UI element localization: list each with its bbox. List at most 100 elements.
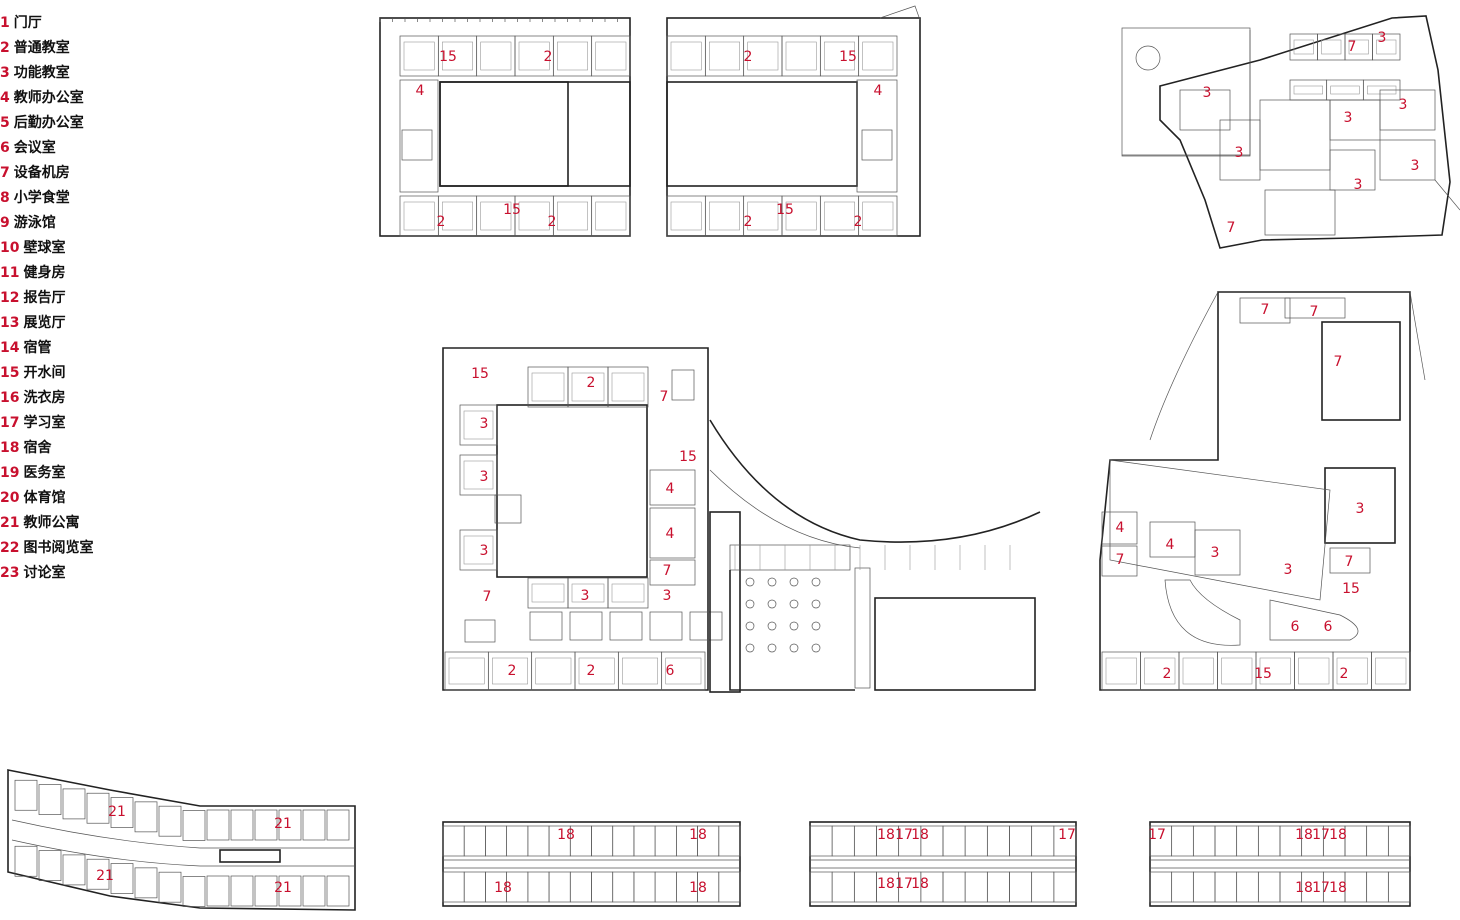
- room-number-label: 3: [1284, 562, 1293, 578]
- legend-label: 宿舍: [23, 440, 52, 456]
- room-outline: [134, 867, 158, 899]
- legend-label: 宿管: [23, 340, 52, 356]
- building-outline: [709, 469, 861, 549]
- building-outline: [1164, 579, 1241, 646]
- room-outline: [1324, 467, 1396, 544]
- legend-label: 教师公寓: [23, 515, 80, 531]
- legend-number: 6: [0, 140, 10, 156]
- room-number-label: 18: [1295, 880, 1313, 896]
- legend-number: 2: [0, 40, 10, 56]
- room-outline: [824, 41, 855, 71]
- room-outline: [595, 201, 627, 231]
- room-outline: [964, 825, 988, 857]
- room-outline: [302, 809, 326, 841]
- legend-number: 1: [0, 15, 10, 31]
- building-outline: [1149, 291, 1219, 441]
- room-outline: [480, 201, 512, 231]
- room-number-label: 17: [895, 876, 913, 892]
- room-outline: [831, 871, 855, 903]
- room-outline: [548, 871, 571, 903]
- room-number-label: 15: [1254, 666, 1272, 682]
- legend-label: 开水间: [23, 365, 66, 381]
- room-outline: [670, 41, 702, 71]
- room-outline: [654, 871, 677, 903]
- room-number-label: 7: [1310, 304, 1319, 320]
- room-number-label: 15: [439, 49, 457, 65]
- room-outline: [1298, 657, 1330, 685]
- room-number-label: 18: [877, 827, 895, 843]
- room-number-label: 6: [1291, 619, 1300, 635]
- room-number-label: 4: [874, 83, 883, 99]
- room-outline: [858, 35, 898, 77]
- room-number-label: 6: [666, 663, 675, 679]
- room-outline: [518, 201, 550, 231]
- room-outline: [485, 825, 507, 857]
- room-outline: [1375, 657, 1407, 685]
- room-outline: [964, 871, 988, 903]
- building-outline: [442, 347, 709, 691]
- room-outline: [1259, 657, 1291, 685]
- room-outline: [569, 871, 592, 903]
- room-outline: [649, 469, 696, 506]
- building-outline: [1122, 30, 1251, 156]
- room-outline: [1182, 657, 1214, 685]
- room-outline: [612, 825, 635, 857]
- legend-label: 医务室: [23, 465, 66, 481]
- room-number-label: 18: [689, 827, 707, 843]
- room-outline: [86, 858, 110, 890]
- room-outline: [463, 825, 486, 857]
- room-outline: [1121, 27, 1251, 157]
- room-outline: [1236, 871, 1259, 903]
- room-outline: [670, 201, 702, 231]
- room-number-label: 7: [1227, 220, 1236, 236]
- room-outline: [824, 201, 855, 231]
- legend-number: 4: [0, 90, 10, 106]
- room-outline: [278, 875, 302, 907]
- room-outline: [1387, 825, 1411, 857]
- room-outline: [665, 657, 702, 685]
- room-outline: [439, 81, 631, 187]
- room-outline: [862, 201, 894, 231]
- room-outline: [1101, 511, 1138, 545]
- room-outline: [942, 825, 966, 857]
- room-outline: [1379, 139, 1436, 181]
- column-icon: [767, 599, 777, 609]
- room-number-label: 17: [1148, 827, 1166, 843]
- room-outline: [442, 825, 465, 857]
- legend-number: 11: [0, 265, 20, 281]
- room-number-label: 7: [1334, 354, 1343, 370]
- room-number-label: 7: [1348, 39, 1357, 55]
- room-outline: [1348, 39, 1369, 55]
- room-outline: [661, 651, 706, 691]
- column-icon: [789, 643, 799, 653]
- room-outline: [134, 801, 158, 833]
- room-number-label: 3: [1235, 145, 1244, 161]
- room-number-label: 3: [480, 543, 489, 559]
- legend-label: 展览厅: [23, 315, 66, 331]
- room-outline: [1009, 871, 1033, 903]
- legend-label: 设备机房: [13, 165, 70, 181]
- room-outline: [459, 404, 498, 446]
- room-outline: [278, 809, 302, 841]
- room-outline: [709, 511, 741, 693]
- room-number-label: 3: [1356, 501, 1365, 517]
- room-number-label: 21: [108, 804, 126, 820]
- room-outline: [609, 611, 643, 641]
- room-outline: [557, 41, 588, 71]
- legend-number: 23: [0, 565, 20, 581]
- room-outline: [399, 79, 439, 193]
- room-outline: [62, 788, 86, 820]
- room-outline: [1009, 825, 1033, 857]
- room-number-label: 2: [508, 663, 517, 679]
- room-number-label: 4: [416, 83, 425, 99]
- column-icon: [789, 577, 799, 587]
- room-outline: [401, 129, 433, 161]
